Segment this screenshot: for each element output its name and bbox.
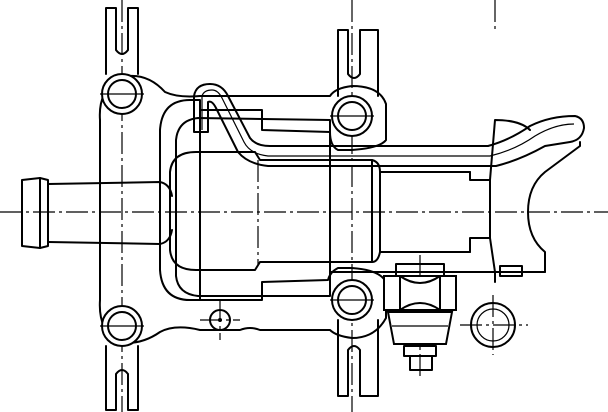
bracket-bottom-left — [105, 345, 139, 411]
sensor-fitting — [383, 263, 457, 371]
bolt-top-left — [100, 73, 144, 115]
bent-pipe — [193, 83, 585, 167]
main-body — [159, 99, 581, 301]
inlet-tube — [21, 177, 173, 249]
small-round-hole — [470, 302, 516, 348]
bolt-bottom-left — [100, 305, 144, 347]
bracket-bottom-right — [337, 319, 379, 397]
bracket-top-right — [337, 29, 379, 97]
bolt-top-right — [330, 95, 374, 137]
locating-pin — [209, 309, 231, 331]
bracket-top-left — [105, 7, 139, 75]
bolt-bottom-right — [330, 279, 374, 321]
